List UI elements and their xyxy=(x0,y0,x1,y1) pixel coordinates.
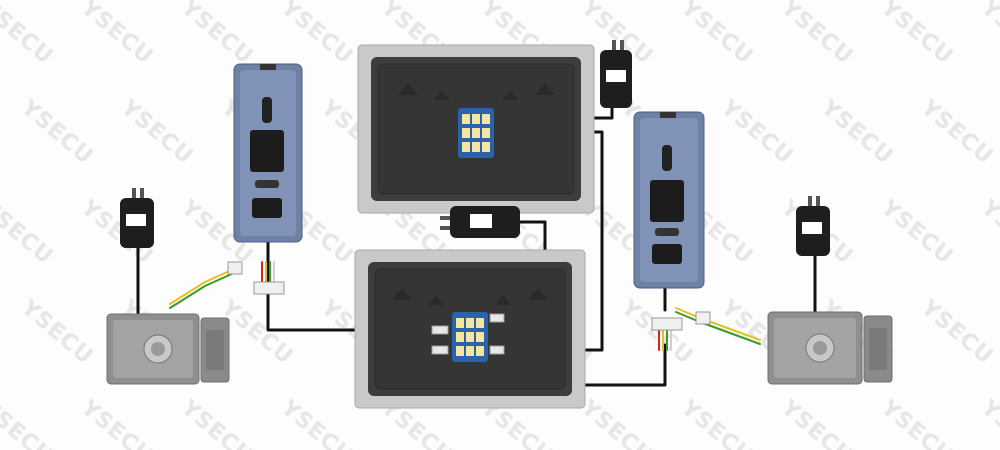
electric-lock-right xyxy=(767,311,893,385)
watermark-text: YSECU xyxy=(175,395,258,450)
watermark-text: YSECU xyxy=(615,295,698,370)
watermark-text: YSECU xyxy=(675,0,758,70)
watermark-text: YSECU xyxy=(15,295,98,370)
watermark-text: YSECU xyxy=(675,395,758,450)
connector-right-lock xyxy=(695,311,711,325)
watermark-text: YSECU xyxy=(715,95,798,170)
watermark-text: YSECU xyxy=(575,395,658,450)
connector-left-station xyxy=(253,281,285,295)
watermark-text: YSECU xyxy=(15,95,98,170)
watermark-text: YSECU xyxy=(0,395,58,450)
watermark-text: YSECU xyxy=(175,0,258,70)
indoor-monitor-top xyxy=(357,44,595,214)
power-adapter-right xyxy=(796,196,830,256)
watermark-text: YSECU xyxy=(915,95,998,170)
watermark-text: YSECU xyxy=(975,395,1000,450)
watermark-text: YSECU xyxy=(915,295,998,370)
watermark-text: YSECU xyxy=(0,195,58,270)
watermark-text: YSECU xyxy=(75,395,158,450)
terminal-block-bottom xyxy=(452,312,488,362)
watermark-text: YSECU xyxy=(775,0,858,70)
watermark-text: YSECU xyxy=(875,195,958,270)
watermark-text: YSECU xyxy=(0,0,58,70)
watermark-text: YSECU xyxy=(275,0,358,70)
watermark-text: YSECU xyxy=(115,95,198,170)
watermark-text: YSECU xyxy=(815,95,898,170)
watermark-text: YSECU xyxy=(975,0,1000,70)
power-adapter-left xyxy=(120,188,154,248)
electric-lock-left xyxy=(106,313,230,385)
connector-right-station xyxy=(651,317,683,331)
watermark-text: YSECU xyxy=(775,395,858,450)
watermark-text: YSECU xyxy=(875,0,958,70)
power-adapter-top xyxy=(600,40,632,108)
watermark-text: YSECU xyxy=(75,0,158,70)
wire-left-lock-green xyxy=(169,271,237,309)
connector-left-lock xyxy=(227,261,243,275)
watermark-text: YSECU xyxy=(875,395,958,450)
indoor-monitor-bottom xyxy=(354,249,586,409)
outdoor-station-right xyxy=(633,111,705,289)
watermark-text: YSECU xyxy=(275,395,358,450)
outdoor-station-left xyxy=(233,63,303,243)
terminal-block-top xyxy=(458,108,494,158)
power-adapter-middle xyxy=(440,206,520,238)
watermark-text: YSECU xyxy=(975,195,1000,270)
wire-left-lock-yellow xyxy=(169,267,237,305)
